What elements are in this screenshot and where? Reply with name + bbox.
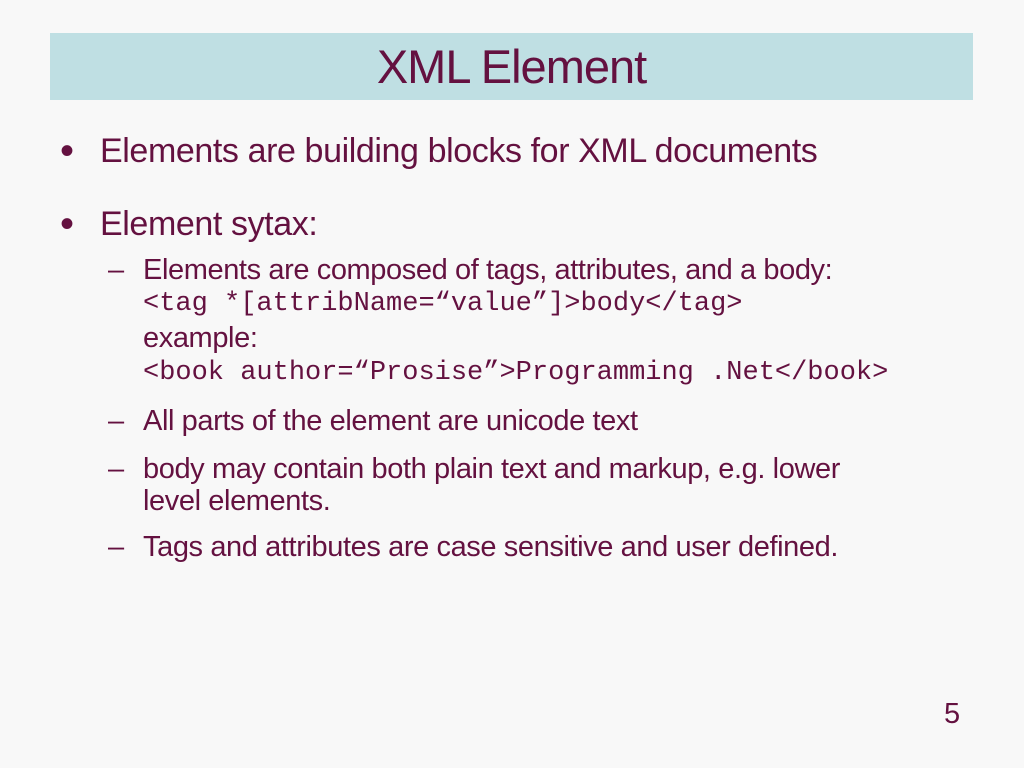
dash-icon: –: [108, 531, 124, 563]
bullet-2-text: Element sytax:: [100, 205, 318, 243]
code-line-book-example: <book author=“Prosise”>Programming .Net<…: [143, 358, 889, 388]
sub-item-4-body: Tags and attributes are case sensitive a…: [143, 531, 958, 563]
code-line-tag-syntax: <tag *[attribName=“value”]>body</tag>: [143, 289, 743, 319]
sub-item-2: – All parts of the element are unicode t…: [108, 405, 958, 438]
bullet-dot-icon: •: [60, 202, 74, 246]
dash-icon: –: [108, 405, 124, 437]
sub-item-4: – Tags and attributes are case sensitive…: [108, 531, 958, 564]
slide-title: XML Element: [376, 40, 647, 93]
bullet-item-1: • Elements are building blocks for XML d…: [60, 129, 970, 173]
sub-item-1-text: Elements are composed of tags, attribute…: [143, 254, 833, 286]
bullet-item-2: • Element sytax:: [60, 202, 970, 246]
title-bar: XML Element: [50, 33, 973, 100]
dash-icon: –: [108, 453, 124, 485]
sub-item-2-text: All parts of the element are unicode tex…: [143, 405, 638, 437]
sub-item-3-body: body may contain both plain text and mar…: [143, 453, 958, 517]
bullet-dot-icon: •: [60, 129, 74, 173]
dash-icon: –: [108, 254, 124, 286]
page-number: 5: [944, 698, 961, 730]
sub-item-1-body: Elements are composed of tags, attribute…: [143, 254, 958, 391]
sub-bullet-list: – Elements are composed of tags, attribu…: [108, 254, 958, 564]
sub-item-1: – Elements are composed of tags, attribu…: [108, 254, 958, 391]
sub-item-3: – body may contain both plain text and m…: [108, 453, 958, 517]
sub-item-3-text: body may contain both plain text and mar…: [143, 453, 840, 517]
bullet-1-text: Elements are building blocks for XML doc…: [100, 132, 818, 170]
sub-item-2-body: All parts of the element are unicode tex…: [143, 405, 958, 438]
example-label: example:: [143, 322, 258, 354]
sub-item-4-text: Tags and attributes are case sensitive a…: [143, 531, 838, 563]
